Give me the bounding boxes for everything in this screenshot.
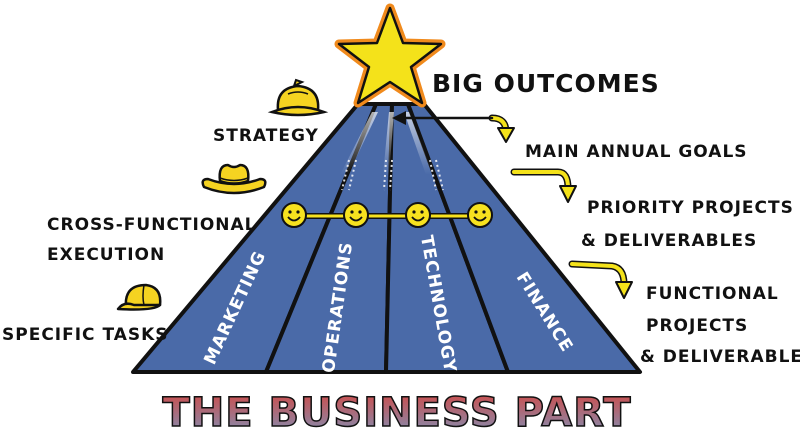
svg-text:CROSS-FUNCTIONAL: CROSS-FUNCTIONAL — [47, 215, 257, 235]
pyramid — [131, 102, 642, 374]
collaboration-connector — [281, 202, 493, 228]
footer-title: THE BUSINESS PART — [162, 390, 631, 436]
arrow-to-apex — [392, 111, 515, 143]
svg-text:PRIORITY PROJECTS: PRIORITY PROJECTS — [587, 198, 794, 218]
baseball-cap-icon — [116, 283, 162, 311]
svg-text:& DELIVERABLES: & DELIVERABLES — [640, 347, 800, 367]
smiley-icon — [281, 202, 307, 228]
main-annual-goals-label: MAIN ANNUAL GOALS — [525, 142, 748, 162]
svg-text:FUNCTIONAL: FUNCTIONAL — [646, 284, 779, 304]
big-outcomes-label: BIG OUTCOMES — [432, 69, 660, 98]
specific-tasks-label: SPECIFIC TASKS — [2, 325, 169, 345]
svg-text:EXECUTION: EXECUTION — [47, 245, 165, 265]
lane-shine — [340, 112, 433, 175]
functional-projects-label: FUNCTIONAL PROJECTS & DELIVERABLES — [640, 284, 800, 367]
strategy-label: STRATEGY — [213, 126, 319, 146]
svg-text:& DELIVERABLES: & DELIVERABLES — [581, 231, 757, 251]
arrow-down-1 — [510, 168, 577, 203]
cross-functional-execution-label: CROSS-FUNCTIONAL EXECUTION — [47, 215, 257, 265]
arrow-down-2 — [568, 260, 633, 299]
right-arrows — [392, 111, 633, 299]
deerstalker-hat-icon — [267, 78, 329, 117]
priority-projects-label: PRIORITY PROJECTS & DELIVERABLES — [581, 198, 794, 251]
star-icon — [334, 3, 446, 108]
cowboy-hat-icon — [201, 163, 267, 195]
smiley-icon — [343, 202, 369, 228]
smiley-icon — [467, 202, 493, 228]
smiley-icon — [405, 202, 431, 228]
lane-dashes — [341, 159, 444, 191]
svg-text:PROJECTS: PROJECTS — [646, 316, 748, 336]
